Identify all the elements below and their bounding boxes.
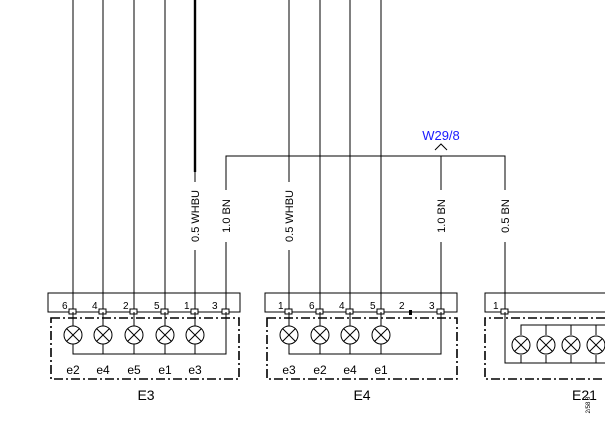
lamp-label: e5 [127, 363, 141, 377]
lamp-e4 [93, 325, 113, 345]
lamp-e1 [155, 325, 175, 345]
side-reference-text: 2/58 8 [586, 396, 592, 413]
component-e21: 1 E21 2/58 8 [484, 292, 605, 413]
lamp [511, 335, 531, 355]
pin-number: 1 [278, 301, 284, 312]
pin-number: 4 [92, 301, 98, 312]
lamp-e3 [279, 325, 299, 345]
lamp [586, 335, 605, 355]
lamp [561, 335, 581, 355]
lamp-e2 [310, 325, 330, 345]
connector-e21 [484, 292, 605, 313]
return-bus-e3 [72, 312, 227, 355]
pin-number: 4 [339, 301, 345, 312]
lamp-e1 [371, 325, 391, 345]
lamp-label: e3 [282, 363, 296, 377]
housing-e3 [50, 317, 240, 380]
lamp [536, 335, 556, 355]
lamp-e3 [185, 325, 205, 345]
lamp-label: e2 [313, 363, 327, 377]
lamp-label: e1 [158, 363, 172, 377]
connector-e4 [264, 292, 458, 313]
housing-e4 [266, 317, 458, 380]
junction-bus [225, 155, 506, 312]
pin-number: 6 [309, 301, 315, 312]
e21-rail [520, 324, 605, 335]
component-e3: 6 4 2 5 1 3 [47, 292, 241, 403]
lamp-label: e4 [343, 363, 357, 377]
lamp-label: e3 [188, 363, 202, 377]
pin-number: 1 [493, 301, 499, 312]
wire-label-e4-pin1: 0.5 WHBU [284, 190, 296, 242]
pin-terminal-unused [409, 310, 412, 315]
lamp-e5 [124, 325, 144, 345]
pin-number: 2 [123, 301, 129, 312]
connector-e3 [47, 292, 241, 313]
component-label-e4: E4 [353, 387, 370, 403]
housing-e21 [484, 317, 605, 380]
pin-number: 5 [154, 301, 160, 312]
component-label-e21: E21 [572, 387, 597, 403]
wire-label-e4-pin3: 1.0 BN [436, 199, 448, 233]
pin-number: 2 [399, 301, 405, 312]
junction-w29-8: W29/8 [225, 128, 506, 312]
lamp-label: e2 [66, 363, 80, 377]
return-bus-e4 [288, 312, 442, 355]
component-e4: 1 6 4 5 2 3 e3 e2 e4 [264, 292, 458, 403]
wire-labels: 0.5 WHBU 1.0 BN 0.5 WHBU 1.0 BN 0.5 BN [188, 182, 512, 250]
pin-number: 6 [62, 301, 68, 312]
pin-number: 1 [184, 301, 190, 312]
lamp-e4 [340, 325, 360, 345]
wire-label-e3-pin3: 1.0 BN [221, 199, 233, 233]
wire-label-e21-pin1: 0.5 BN [500, 199, 512, 233]
e21-return [504, 312, 605, 364]
pin-number: 3 [429, 301, 435, 312]
component-label-e3: E3 [137, 387, 154, 403]
junction-label: W29/8 [422, 128, 460, 143]
junction-arrow [434, 143, 448, 151]
lamp-e2 [63, 325, 83, 345]
lamp-label: e1 [374, 363, 388, 377]
pin-number: 5 [370, 301, 376, 312]
wire-label-e3-pin1: 0.5 WHBU [190, 190, 202, 242]
pin-number: 3 [212, 301, 218, 312]
lamp-label: e4 [96, 363, 110, 377]
